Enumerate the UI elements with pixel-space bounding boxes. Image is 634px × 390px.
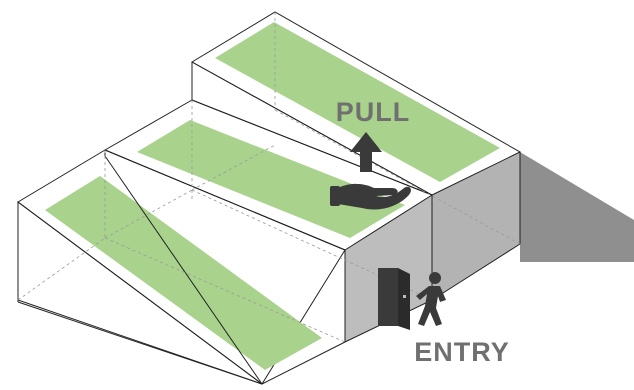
walking-person-icon (416, 272, 446, 326)
pull-arrow-icon (350, 132, 382, 172)
ramp-diagonal-1 (104, 155, 263, 385)
entry-label: ENTRY (414, 337, 510, 367)
hidden-edges (17, 12, 521, 343)
bottom-left-edge (17, 301, 263, 385)
green-panel-lower (45, 176, 322, 370)
hand-icon (330, 183, 411, 210)
door-icon (378, 268, 410, 330)
pull-label: PULL (336, 97, 411, 127)
step-diagonal-2 (191, 61, 433, 196)
bottom-right-edge (431, 243, 521, 301)
green-panel-middle (137, 120, 405, 238)
ramp-diagonal-2 (104, 149, 346, 251)
front-corner-edge (261, 341, 346, 385)
right-wall-dark-band (432, 152, 520, 300)
step-diagonal-1 (191, 99, 433, 196)
cast-shadow (520, 152, 634, 262)
green-panel-upper (215, 22, 500, 182)
